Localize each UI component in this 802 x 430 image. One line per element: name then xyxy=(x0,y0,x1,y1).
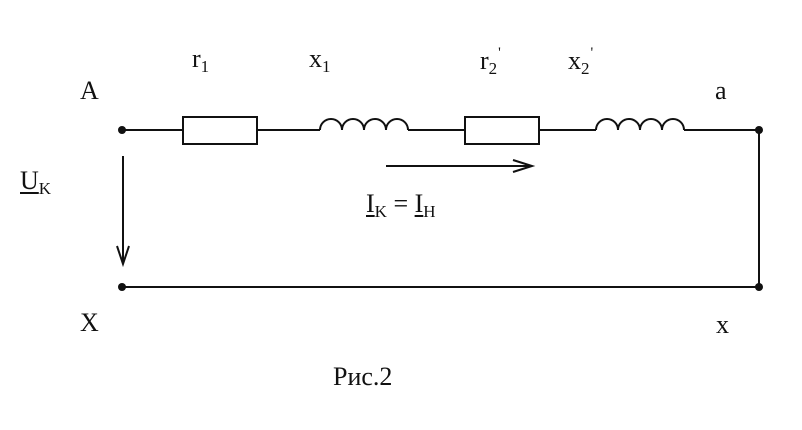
current-label-equals: = xyxy=(393,189,409,218)
terminal-label-X: X xyxy=(80,308,99,337)
resistor-r2 xyxy=(464,116,540,145)
label-r2-sub: 2 xyxy=(488,59,498,78)
node-A xyxy=(118,126,126,134)
label-x2: x2' xyxy=(568,45,594,78)
inductor-x2 xyxy=(595,118,685,131)
current-arrowhead-icon xyxy=(512,159,536,173)
label-r2: r2' xyxy=(480,45,501,78)
label-x1-base: x xyxy=(309,44,322,73)
label-x1-sub: 1 xyxy=(322,57,331,76)
voltage-label-base: U xyxy=(20,166,39,195)
current-label-left-sub: K xyxy=(374,202,387,221)
inductor-x1 xyxy=(319,118,409,131)
current-label: IK = IH xyxy=(366,189,436,221)
label-x2-sub: 2 xyxy=(581,59,590,78)
voltage-arrowhead-icon xyxy=(116,245,130,268)
label-x1: x1 xyxy=(309,44,331,76)
resistor-r1 xyxy=(182,116,258,145)
terminal-label-a: a xyxy=(715,76,727,105)
label-r2-prime: ' xyxy=(498,45,501,61)
label-r2-base: r xyxy=(480,46,489,75)
voltage-label: UK xyxy=(20,166,52,198)
figure-caption: Рис.2 xyxy=(333,362,393,391)
voltage-label-sub: K xyxy=(38,179,52,198)
terminal-label-A: A xyxy=(80,76,99,105)
current-label-right-sub: H xyxy=(423,202,436,221)
node-a xyxy=(755,126,763,134)
node-X xyxy=(118,283,126,291)
label-x2-prime: ' xyxy=(590,45,594,61)
label-r1: r1 xyxy=(192,44,210,76)
label-r1-sub: 1 xyxy=(200,57,210,76)
current-label-left-base: I xyxy=(366,189,375,218)
current-label-right-base: I xyxy=(414,189,424,218)
label-r1-base: r xyxy=(192,44,201,73)
node-x xyxy=(755,283,763,291)
terminal-label-x: x xyxy=(716,310,729,339)
label-x2-base: x xyxy=(568,46,581,75)
